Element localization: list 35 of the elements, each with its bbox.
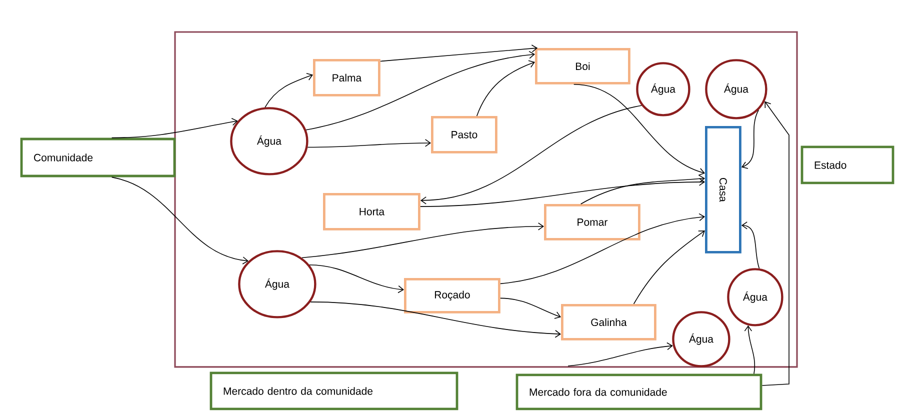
arrow [111,176,249,264]
boundary-box [174,31,798,368]
arrow [420,178,705,207]
arrow [476,60,535,116]
arrow [741,110,759,169]
item-box: Palma [313,58,380,96]
label-box: Estado [800,146,894,184]
item-box: Roçado [404,278,500,314]
arrow [111,118,238,138]
arrow [500,213,705,284]
arrow [741,222,760,269]
arrow [380,44,538,62]
arrow [744,325,756,374]
arrow [264,73,313,108]
item-box: Pomar [544,204,640,240]
arrow [500,298,561,319]
item-box: Pasto [431,116,498,154]
item-box: Boi [535,48,630,84]
arrow [310,302,561,338]
label-box: Mercado fora da comunidade [516,374,762,410]
house-box: Casa [705,126,742,254]
label-box: Comunidade [20,138,176,178]
item-box: Galinha [561,304,656,340]
arrow [762,101,790,386]
label-box: Mercado dentro da comunidade [210,372,458,410]
arrow [420,105,642,204]
arrow [568,342,673,366]
arrow [573,84,705,176]
arrow [307,139,431,148]
arrow [633,230,705,304]
arrow [301,222,544,258]
arrow [306,50,535,130]
item-box: Horta [323,193,420,230]
arrow [580,174,705,204]
arrow [309,264,404,294]
